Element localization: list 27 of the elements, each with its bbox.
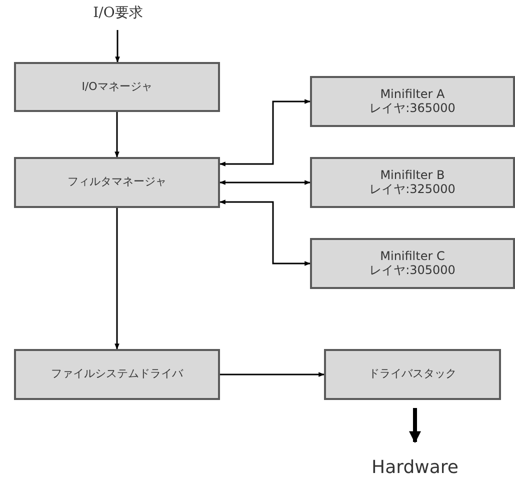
process-box [14,157,220,208]
box-label: レイヤ:325000 [370,182,456,196]
process-box [324,349,501,400]
box-label: Minifilter B [380,169,445,182]
box-label: Minifilter A [380,88,445,102]
box-label: ドライバスタック [368,368,456,381]
box-label: I/Oマネージャ [82,80,152,94]
minifilter-box [310,238,515,289]
arrow [219,99,311,166]
arrow [409,408,421,444]
minifilter-box [310,157,515,208]
arrow [219,180,311,185]
hardware-label: Hardware [372,458,458,478]
process-box [14,62,220,112]
box-label: ファイルシステムドライバ [51,368,183,381]
arrow [115,30,120,63]
request-label: I/O要求 [93,6,143,22]
process-box [14,349,220,400]
box-label: フィルタマネージャ [68,176,166,189]
box-label: レイヤ:305000 [370,264,456,277]
arrow [114,112,120,158]
box-label: レイヤ:365000 [370,102,456,115]
arrow [114,208,120,350]
arrow [220,372,325,377]
box-label: Minifilter C [380,250,445,264]
minifilter-box [310,76,515,127]
arrow [219,200,311,266]
